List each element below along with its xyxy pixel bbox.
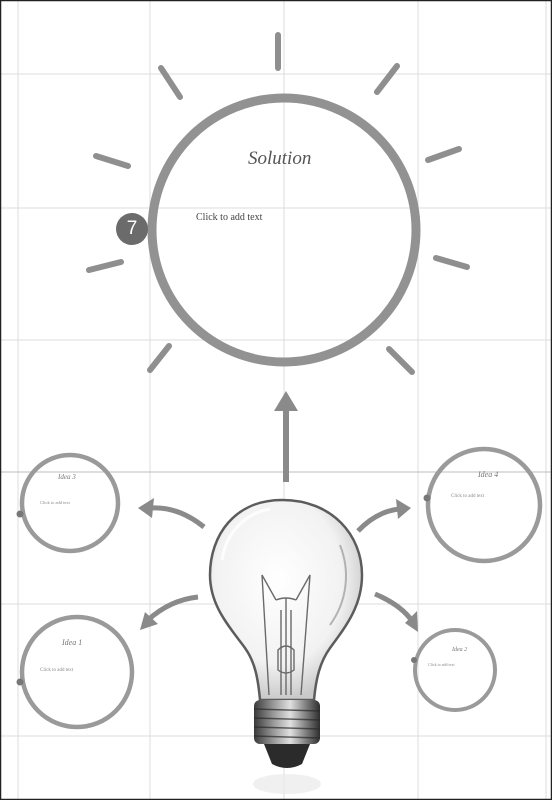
idea-1-circle[interactable] xyxy=(19,614,135,730)
idea-4-circle[interactable] xyxy=(425,446,543,564)
solution-title[interactable]: Solution xyxy=(248,148,312,169)
arrow-heads xyxy=(138,498,418,632)
idea-3-handle[interactable] xyxy=(16,510,24,518)
idea-3-title[interactable]: Idea 3 xyxy=(58,473,76,481)
idea-2-handle[interactable] xyxy=(411,657,417,663)
idea-2-title[interactable]: Idea 2 xyxy=(452,647,468,653)
idea-1-title[interactable]: Idea 1 xyxy=(62,638,83,647)
idea-3-circle[interactable] xyxy=(19,452,121,554)
idea-1-handle[interactable] xyxy=(16,678,24,686)
idea-1-body-placeholder[interactable]: Click to add text xyxy=(40,668,74,673)
idea-4-body-placeholder[interactable]: Click to add text xyxy=(451,494,485,499)
idea-2-body-placeholder[interactable]: Click to add text xyxy=(428,662,455,667)
idea-2-circle[interactable] xyxy=(413,628,497,712)
idea-3-body-placeholder[interactable]: Click to add text xyxy=(40,500,70,505)
solution-circle[interactable] xyxy=(147,93,421,367)
idea-4-handle[interactable] xyxy=(423,494,431,502)
lightbulb-icon xyxy=(208,498,364,794)
idea-4-title[interactable]: Idea 4 xyxy=(478,470,499,479)
step-number-badge[interactable]: 7 xyxy=(116,213,148,245)
solution-body-placeholder[interactable]: Click to add text xyxy=(196,212,263,223)
sun-rays xyxy=(86,32,470,375)
arrow-up-icon xyxy=(274,391,298,482)
